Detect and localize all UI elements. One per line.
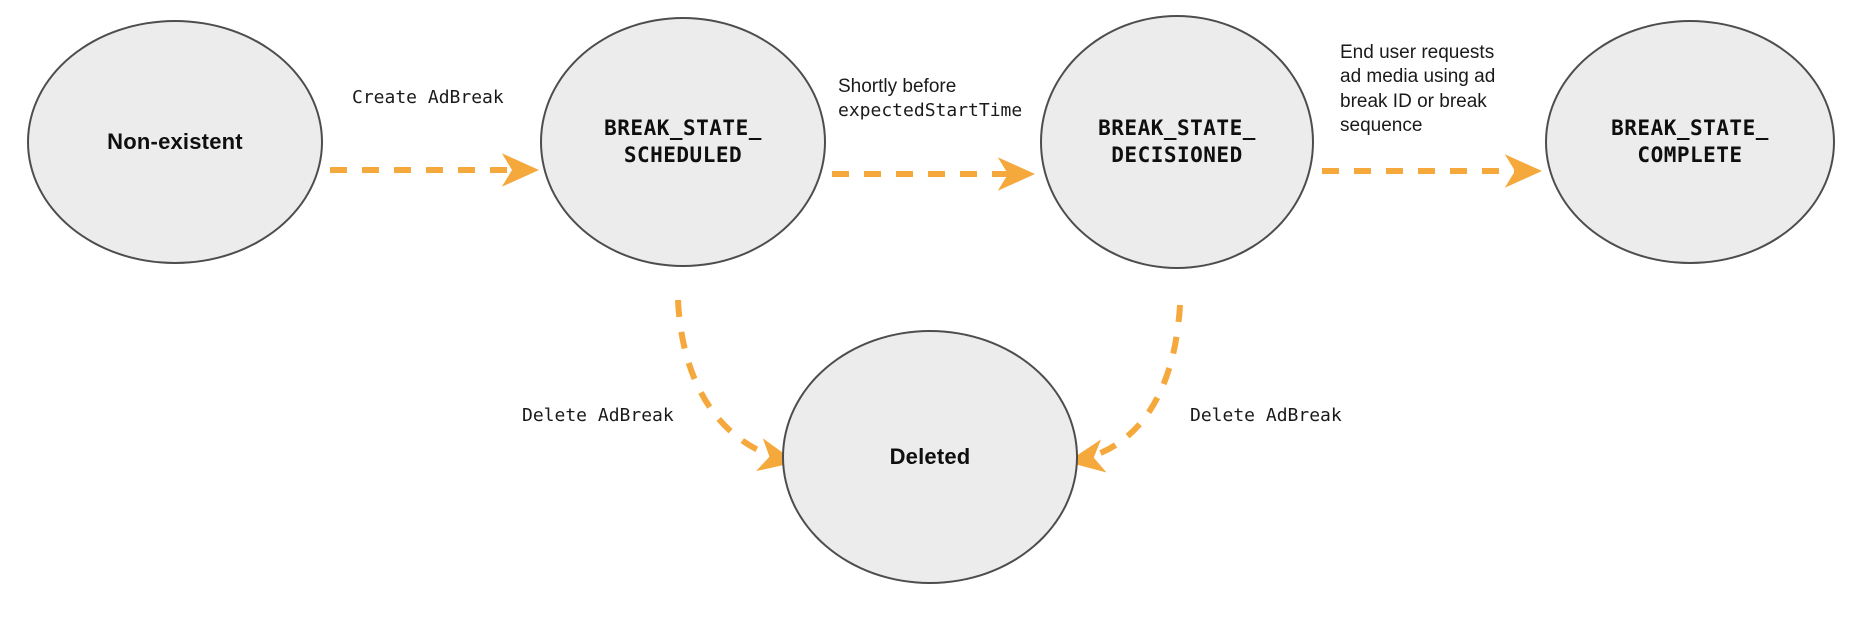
edge-label-line: Shortly before — [838, 76, 957, 97]
state-node-label: Deleted — [889, 443, 971, 469]
state-node-label: BREAK_STATE_ COMPLETE — [1611, 115, 1769, 167]
state-node-deleted[interactable]: Deleted — [782, 330, 1078, 584]
state-node-break-state-decisioned[interactable]: BREAK_STATE_ DECISIONED — [1040, 15, 1314, 269]
state-node-break-state-complete[interactable]: BREAK_STATE_ COMPLETE — [1545, 20, 1835, 264]
edge-delete-adbreak-from-decisioned — [1067, 304, 1183, 473]
edge-label-create-adbreak: Create AdBreak — [352, 86, 504, 109]
state-node-label: BREAK_STATE_ DECISIONED — [1098, 115, 1256, 167]
edge-label-line: Create AdBreak — [352, 87, 504, 108]
edge-label-line: ad media using ad — [1340, 66, 1496, 88]
edge-label-shortly-before-expected-start-time: Shortly before expectedStartTime — [838, 75, 1022, 122]
edge-label-line: break ID or break — [1340, 90, 1487, 112]
edge-label-delete-adbreak-from-decisioned: Delete AdBreak — [1190, 404, 1342, 427]
state-node-label: BREAK_STATE_ SCHEDULED — [604, 115, 762, 167]
edge-label-line: sequence — [1340, 114, 1423, 136]
edge-label-line: End user requests — [1340, 42, 1495, 63]
edge-delete-adbreak-from-scheduled — [675, 299, 796, 472]
edge-paths — [330, 153, 1542, 473]
edge-label-line: Delete AdBreak — [1190, 405, 1342, 426]
edge-label-delete-adbreak-from-scheduled: Delete AdBreak — [522, 404, 674, 427]
state-node-break-state-scheduled[interactable]: BREAK_STATE_ SCHEDULED — [540, 17, 826, 267]
edge-label-line: expectedStartTime — [838, 100, 1023, 122]
edge-label-line: Delete AdBreak — [522, 405, 674, 426]
state-node-label: Non-existent — [107, 128, 243, 154]
state-node-non-existent[interactable]: Non-existent — [27, 20, 323, 264]
